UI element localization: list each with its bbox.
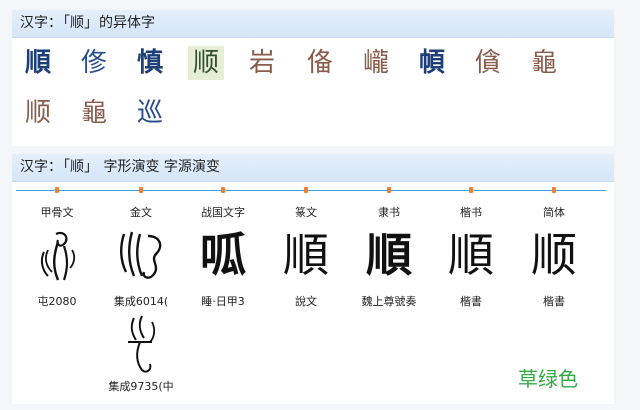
evolution-title-suffix: 字形演变 字源演变 xyxy=(99,159,220,175)
source-label: 楷書 xyxy=(460,295,482,308)
evolution-title-prefix: 汉字： xyxy=(20,159,62,175)
variants-panel: 汉字：「顺」的异体字 順 俢 慎 顺 岩 俻 巄 幁 僋 龜 顺 龜 巡 xyxy=(12,10,614,146)
simplified-glyph: 顺 xyxy=(531,228,577,282)
timeline-dot xyxy=(387,187,391,193)
warring-states-glyph: 呱 xyxy=(200,228,246,282)
bronze-glyph-2 xyxy=(128,315,156,373)
variant-char[interactable]: 幁 xyxy=(418,48,445,78)
evolution-panel: 汉字：「顺」 字形演变 字源演变 甲骨文 金文 战国文字 篆文 隶书 楷书 简体 xyxy=(12,154,614,404)
source-label: 魏上尊號奏 xyxy=(361,295,417,308)
regular-glyph: 順 xyxy=(448,228,494,282)
source-label: 屯2080 xyxy=(37,295,77,308)
era-label: 隶书 xyxy=(378,206,400,219)
timeline-line xyxy=(16,190,606,191)
timeline-dot xyxy=(221,187,225,193)
source-label: 說文 xyxy=(295,295,317,308)
variant-char[interactable]: 慎 xyxy=(136,48,163,78)
timeline-dot xyxy=(469,187,473,193)
variants-title-char: 「顺」 xyxy=(63,15,98,31)
timeline-dot xyxy=(552,187,556,193)
source-label-extra: 集成9735(中 xyxy=(108,380,174,393)
variant-char[interactable]: 岩 xyxy=(248,48,275,78)
variant-char[interactable]: 巡 xyxy=(136,98,163,128)
variant-char[interactable]: 順 xyxy=(24,48,51,78)
timeline-dot xyxy=(55,187,59,193)
evolution-timeline: 甲骨文 金文 战国文字 篆文 隶书 楷书 简体 呱 順 順 順 顺 屯2080 … xyxy=(12,154,614,404)
oracle-bone-glyph xyxy=(40,231,76,281)
variant-char[interactable]: 俢 xyxy=(80,48,107,78)
watermark-label: 草绿色 xyxy=(518,367,578,391)
era-label: 甲骨文 xyxy=(40,206,74,219)
evolution-header: 汉字：「顺」 字形演变 字源演变 xyxy=(12,154,614,182)
clerical-glyph: 順 xyxy=(366,228,412,282)
era-label: 楷书 xyxy=(460,206,482,219)
timeline-dot xyxy=(139,187,143,193)
evolution-title-char: 「顺」 xyxy=(63,159,98,175)
era-label: 金文 xyxy=(130,206,152,219)
variants-title-prefix: 汉字： xyxy=(20,15,62,31)
timeline-dot xyxy=(304,187,308,193)
source-label: 集成6014( xyxy=(113,295,169,308)
era-label: 篆文 xyxy=(295,206,317,219)
era-label: 战国文字 xyxy=(201,206,245,219)
variants-header: 汉字：「顺」的异体字 xyxy=(12,10,614,38)
variant-char[interactable]: 僋 xyxy=(474,48,501,78)
seal-glyph: 順 xyxy=(283,228,329,282)
era-label: 简体 xyxy=(543,206,565,219)
bronze-glyph xyxy=(120,231,162,279)
variant-char[interactable]: 顺 xyxy=(24,98,51,128)
variant-char[interactable]: 巄 xyxy=(362,48,389,78)
variant-char-selected[interactable]: 顺 xyxy=(188,46,224,80)
variant-char[interactable]: 龜 xyxy=(80,98,107,128)
source-label: 楷書 xyxy=(543,295,565,308)
source-label: 睡·日甲3 xyxy=(201,295,245,308)
variant-char[interactable]: 俻 xyxy=(306,48,333,78)
variant-char[interactable]: 龜 xyxy=(530,48,557,78)
variants-title-suffix: 的异体字 xyxy=(99,15,155,31)
